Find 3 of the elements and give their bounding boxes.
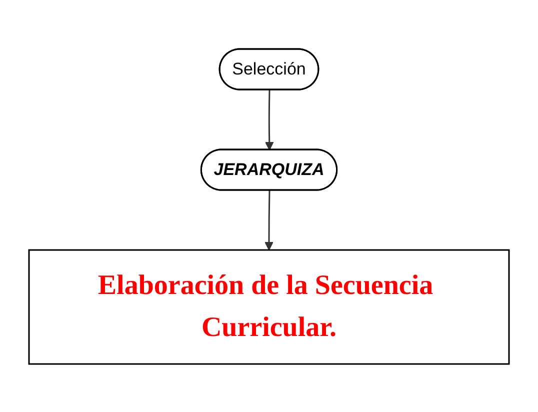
arrow xyxy=(264,190,274,250)
arrow xyxy=(264,89,274,150)
node-box: Elaboración de la Secuencia Curricular. xyxy=(28,248,510,364)
